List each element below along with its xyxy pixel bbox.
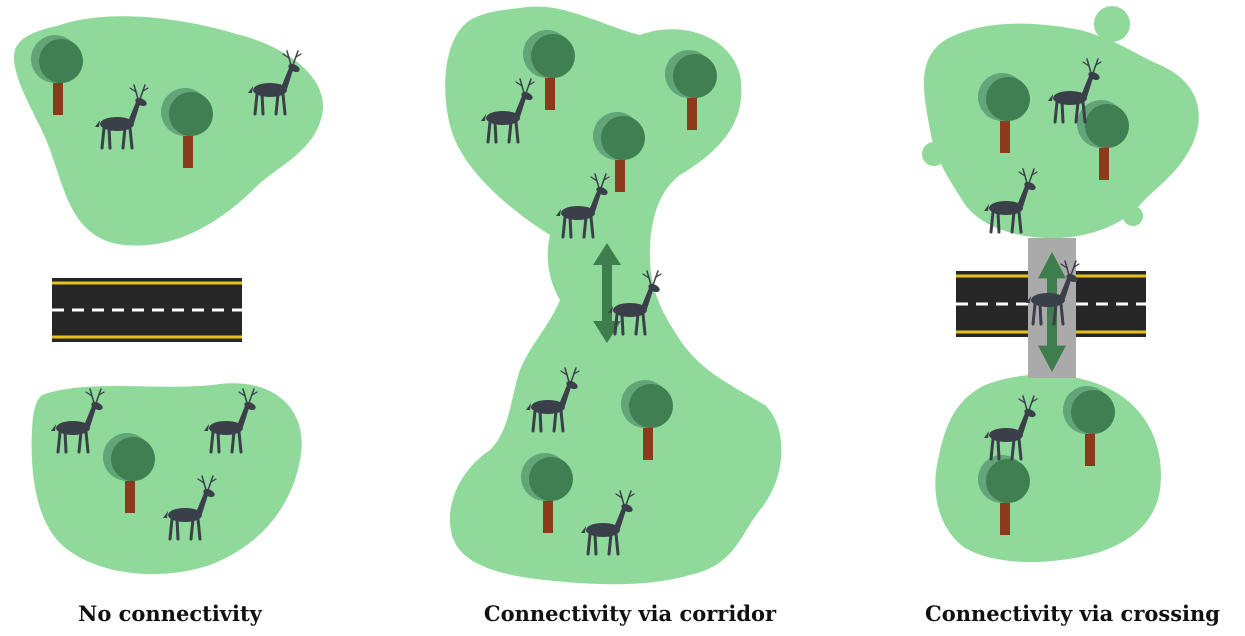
habitat-patch-top bbox=[14, 16, 324, 246]
caption-no-connectivity: No connectivity bbox=[78, 601, 262, 626]
road bbox=[956, 271, 1146, 337]
habitat-fragment bbox=[922, 142, 946, 166]
habitat-patch-top bbox=[923, 23, 1199, 239]
panel-corridor bbox=[445, 6, 782, 585]
caption-corridor: Connectivity via corridor bbox=[483, 601, 777, 626]
caption-crossing: Connectivity via crossing bbox=[924, 601, 1220, 626]
habitat-fragment bbox=[1123, 206, 1143, 226]
habitat-patch-bottom bbox=[31, 383, 302, 575]
panel-no-connectivity bbox=[14, 16, 324, 575]
habitat-fragment bbox=[1094, 6, 1130, 42]
road bbox=[52, 278, 242, 342]
habitat-corridor bbox=[445, 6, 782, 585]
panel-crossing bbox=[922, 6, 1199, 562]
habitat-patch-bottom bbox=[935, 374, 1161, 562]
